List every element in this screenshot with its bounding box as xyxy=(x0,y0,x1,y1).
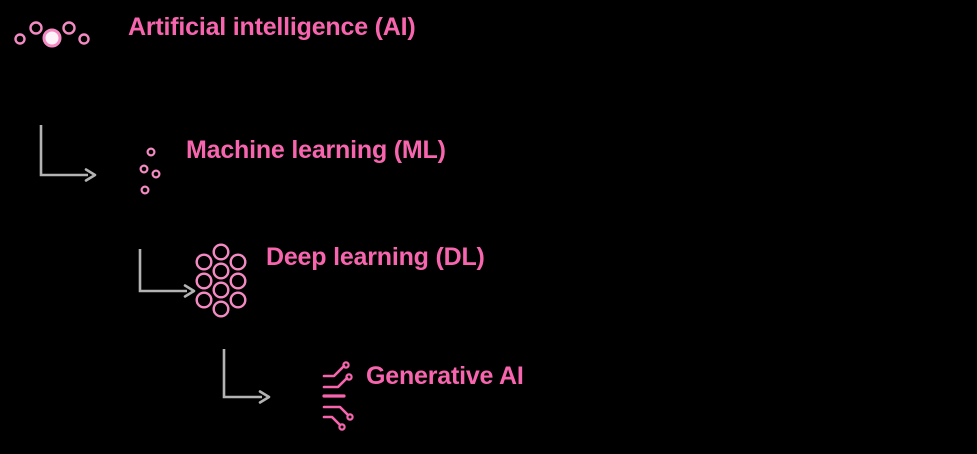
node-label-ml: Machine learning (ML) xyxy=(186,136,446,164)
node-label-ai: Artificial intelligence (AI) xyxy=(128,13,416,41)
connector-dl-to-gen xyxy=(221,348,274,404)
generative-circuit-icon xyxy=(322,361,362,431)
connector-ml-to-dl xyxy=(137,248,199,298)
ai-nodes-icon xyxy=(12,16,92,52)
node-label-dl: Deep learning (DL) xyxy=(266,243,485,271)
dl-neural-network-icon xyxy=(193,243,257,323)
ml-dots-icon xyxy=(138,146,172,198)
connector-ai-to-ml xyxy=(38,124,100,182)
node-label-generative-ai: Generative AI xyxy=(366,362,524,390)
